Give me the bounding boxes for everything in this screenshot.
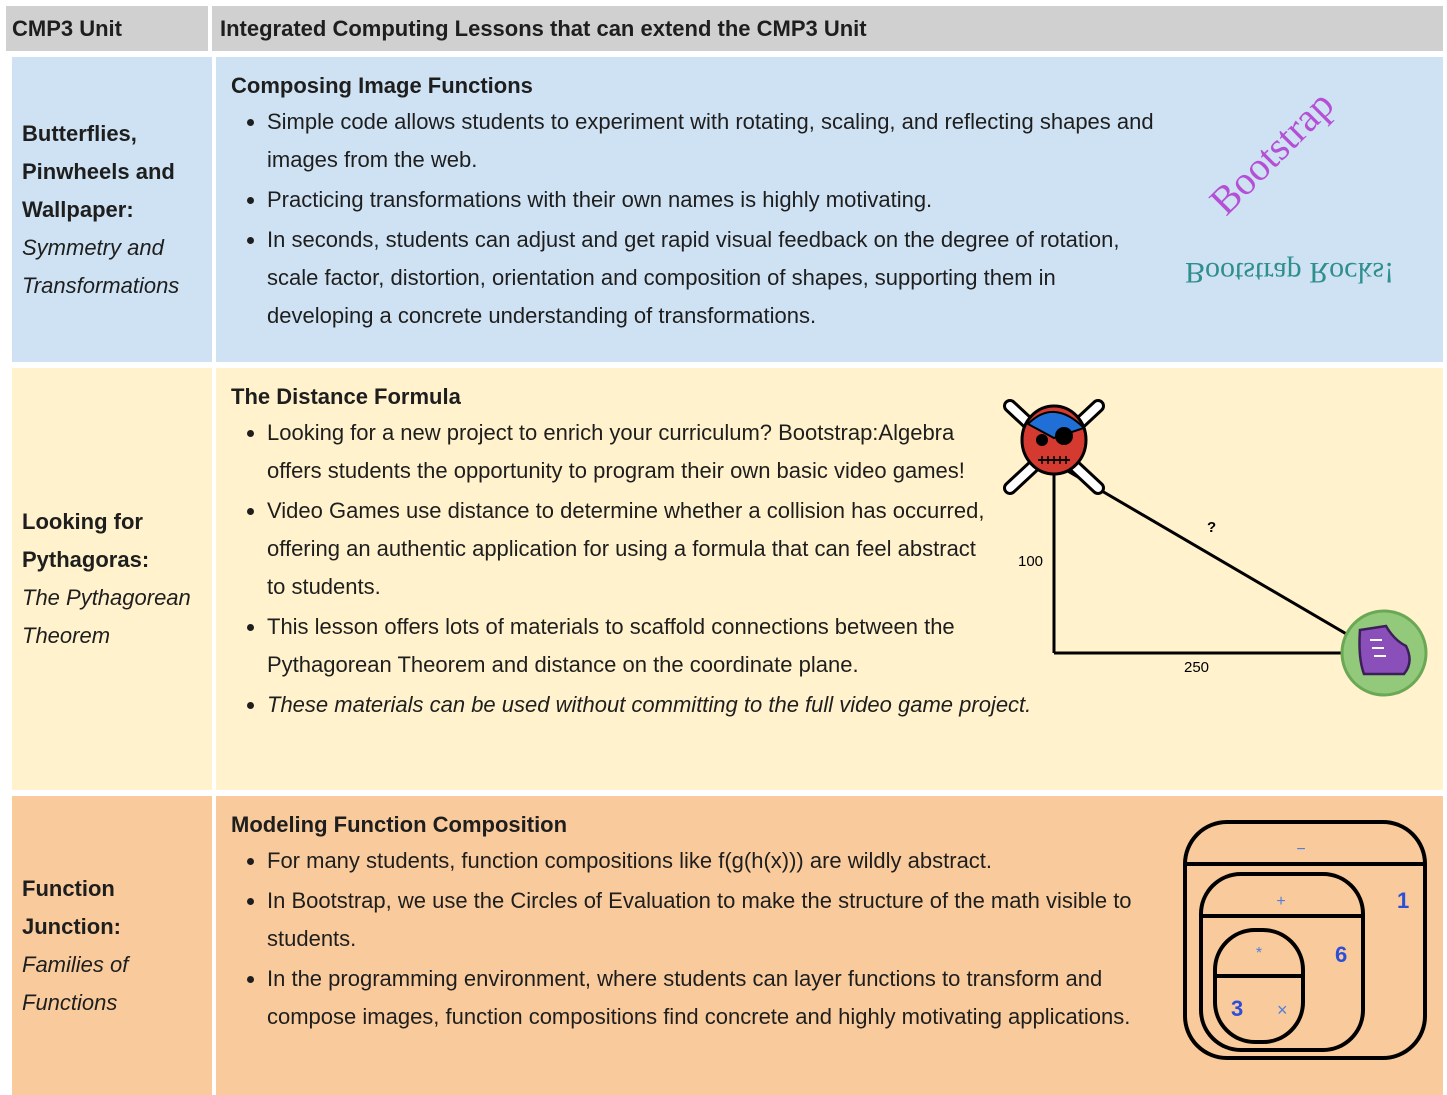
inner-circle (1213, 928, 1305, 1044)
circles-of-evaluation-diagram: − + * 1 6 3 × (1183, 820, 1427, 1060)
number-middle: 6 (1335, 942, 1347, 967)
lesson-bullets: For many students, function compositions… (231, 842, 1167, 1036)
middle-circle (1199, 872, 1365, 1052)
outer-operator: − (1296, 841, 1305, 858)
outer-circle (1183, 820, 1427, 1060)
lesson-cell-distance-formula: The Distance Formula Looking for a new p… (216, 368, 1443, 790)
lesson-title: The Distance Formula (231, 384, 461, 409)
unit-title: Butterflies, Pinwheels and Wallpaper: (22, 120, 175, 222)
header-integrated-lessons: Integrated Computing Lessons that can ex… (212, 6, 1443, 51)
list-item-italic: These materials can be used without comm… (267, 686, 1047, 724)
list-item: Video Games use distance to determine wh… (267, 492, 987, 606)
horizontal-label: 250 (1184, 659, 1209, 676)
inner-operator: * (1256, 945, 1262, 962)
unit-cell-function-junction: Function Junction: Families of Functions (12, 796, 212, 1095)
unit-title: Looking for Pythagoras: (22, 509, 150, 572)
header-cmp3-unit: CMP3 Unit (6, 6, 208, 51)
bootstrap-image: Bootstrap Bootstrap Rocks! (1185, 82, 1394, 289)
skull-crossbones-icon (1003, 399, 1105, 495)
list-item: For many students, function compositions… (267, 842, 1167, 880)
vertical-label: 100 (1018, 553, 1043, 570)
hypotenuse-label: ? (1207, 519, 1216, 536)
lesson-cell-function-composition: Modeling Function Composition For many s… (216, 796, 1443, 1095)
unit-subtitle: Symmetry and Transformations (22, 234, 180, 298)
distance-diagram: 100 250 ? (1003, 399, 1428, 697)
list-item: Practicing transformations with their ow… (267, 181, 1167, 219)
unit-subtitle: Families of Functions (22, 951, 129, 1015)
hypotenuse (1053, 461, 1380, 655)
list-item: In Bootstrap, we use the Circles of Eval… (267, 882, 1167, 958)
lesson-title: Composing Image Functions (231, 73, 533, 98)
lesson-bullets: Simple code allows students to experimen… (231, 103, 1167, 335)
middle-operator: + (1276, 893, 1285, 910)
shoe-icon (1340, 609, 1428, 697)
list-item: Looking for a new project to enrich your… (267, 414, 987, 490)
lesson-cell-composing-image-functions: Composing Image Functions Simple code al… (216, 57, 1443, 362)
unit-title: Function Junction: (22, 875, 121, 939)
list-item: In seconds, students can adjust and get … (267, 221, 1167, 335)
flipped-bootstrap-text: Bootstrap Rocks! (1185, 256, 1394, 289)
lesson-title: Modeling Function Composition (231, 812, 568, 837)
unit-cell-butterflies: Butterflies, Pinwheels and Wallpaper: Sy… (12, 57, 212, 362)
list-item: Simple code allows students to experimen… (267, 103, 1167, 179)
unit-cell-pythagoras: Looking for Pythagoras: The Pythagorean … (12, 368, 212, 790)
unit-subtitle: The Pythagorean Theorem (22, 585, 191, 648)
inner-variable: × (1277, 1000, 1288, 1020)
list-item: This lesson offers lots of materials to … (267, 608, 987, 684)
number-inner: 3 (1231, 996, 1243, 1021)
number-outer: 1 (1397, 888, 1409, 913)
lesson-bullets: Looking for a new project to enrich your… (231, 414, 1031, 724)
list-item: In the programming environment, where st… (267, 960, 1167, 1036)
rotated-bootstrap-text: Bootstrap (1201, 82, 1343, 224)
